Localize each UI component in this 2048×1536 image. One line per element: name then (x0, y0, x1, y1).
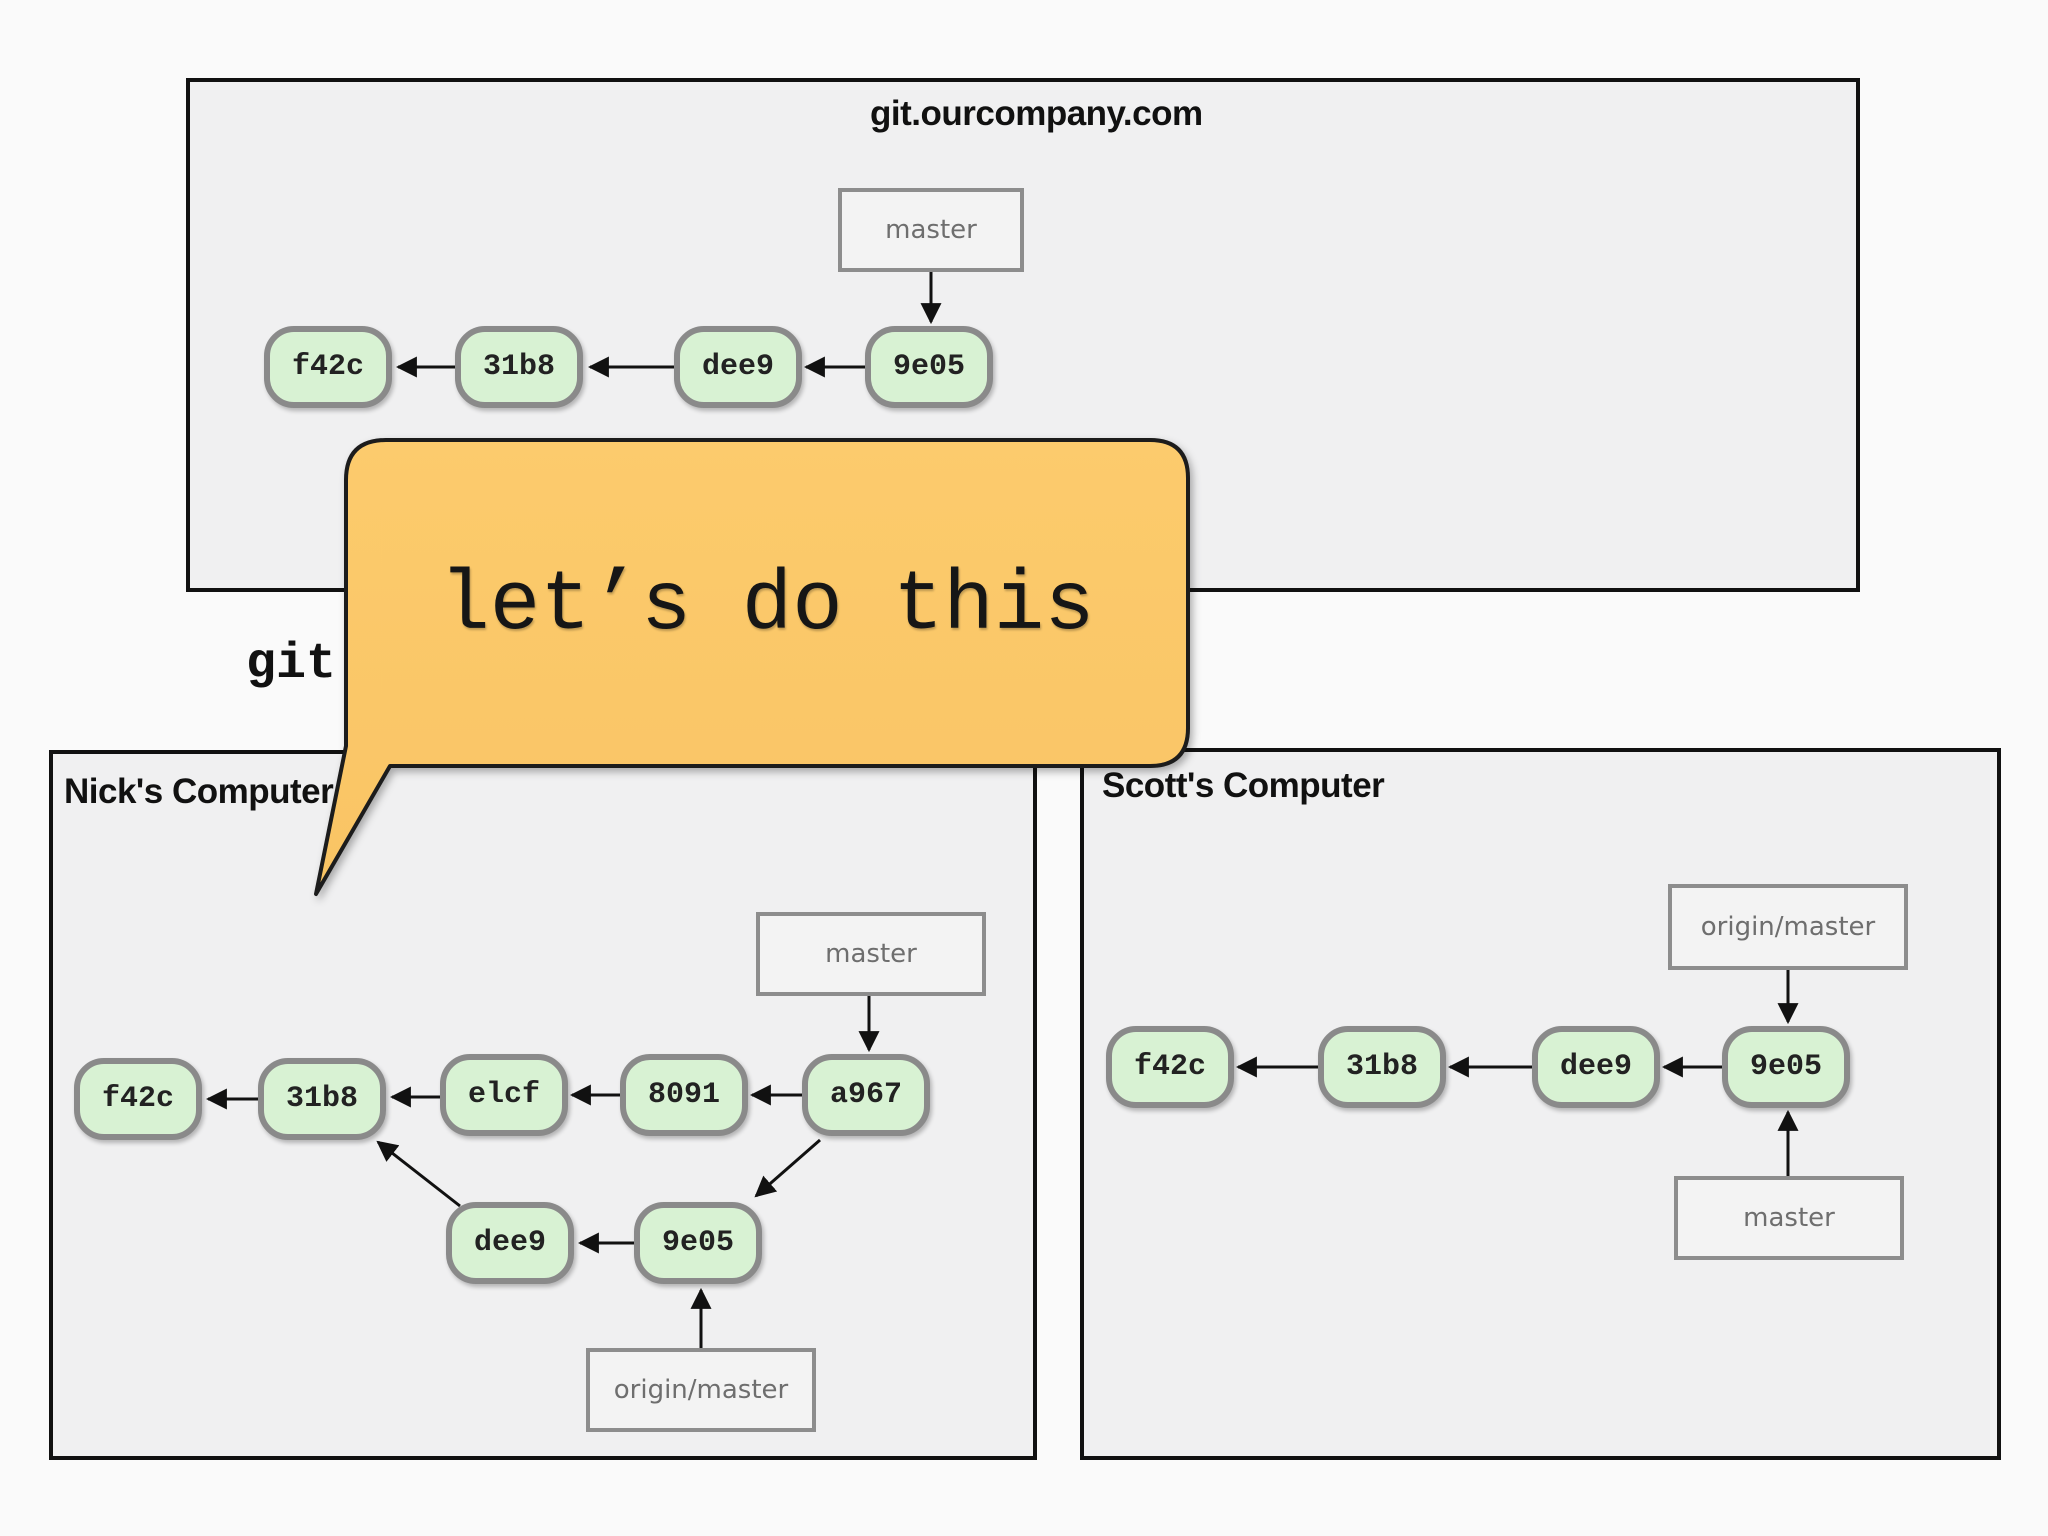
nick-commit-dee9: dee9 (446, 1202, 574, 1284)
nick-commit-31b8: 31b8 (258, 1058, 386, 1140)
scott-commit-9e05: 9e05 (1722, 1026, 1850, 1108)
scott-origin-master-branch: origin/master (1668, 884, 1908, 970)
nick-commit-elcf: elcf (440, 1054, 568, 1136)
nick-title: Nick's Computer (64, 772, 334, 811)
scott-commit-dee9: dee9 (1532, 1026, 1660, 1108)
scott-commit-31b8: 31b8 (1318, 1026, 1446, 1108)
scott-master-branch: master (1674, 1176, 1904, 1260)
server-master-branch: master (838, 188, 1024, 272)
nick-commit-8091: 8091 (620, 1054, 748, 1136)
server-commit-f42c: f42c (264, 326, 392, 408)
scott-title: Scott's Computer (1102, 766, 1385, 805)
server-commit-dee9: dee9 (674, 326, 802, 408)
server-commit-9e05: 9e05 (865, 326, 993, 408)
callout-text: let’s do this (439, 558, 1095, 654)
nick-commit-a967: a967 (802, 1054, 930, 1136)
nick-origin-master-branch: origin/master (586, 1348, 816, 1432)
scott-panel (1080, 748, 2001, 1460)
scott-commit-f42c: f42c (1106, 1026, 1234, 1108)
nick-commit-f42c: f42c (74, 1058, 202, 1140)
arrow-nick-a967-to-9e05 (754, 1138, 821, 1198)
server-title: git.ourcompany.com (870, 94, 1203, 133)
server-commit-31b8: 31b8 (455, 326, 583, 408)
arrow-nick-dee9-to-31b8 (376, 1140, 461, 1208)
callout-bubble (314, 438, 1190, 896)
git-command-text: git (246, 636, 337, 693)
nick-master-branch: master (756, 912, 986, 996)
nick-commit-9e05: 9e05 (634, 1202, 762, 1284)
